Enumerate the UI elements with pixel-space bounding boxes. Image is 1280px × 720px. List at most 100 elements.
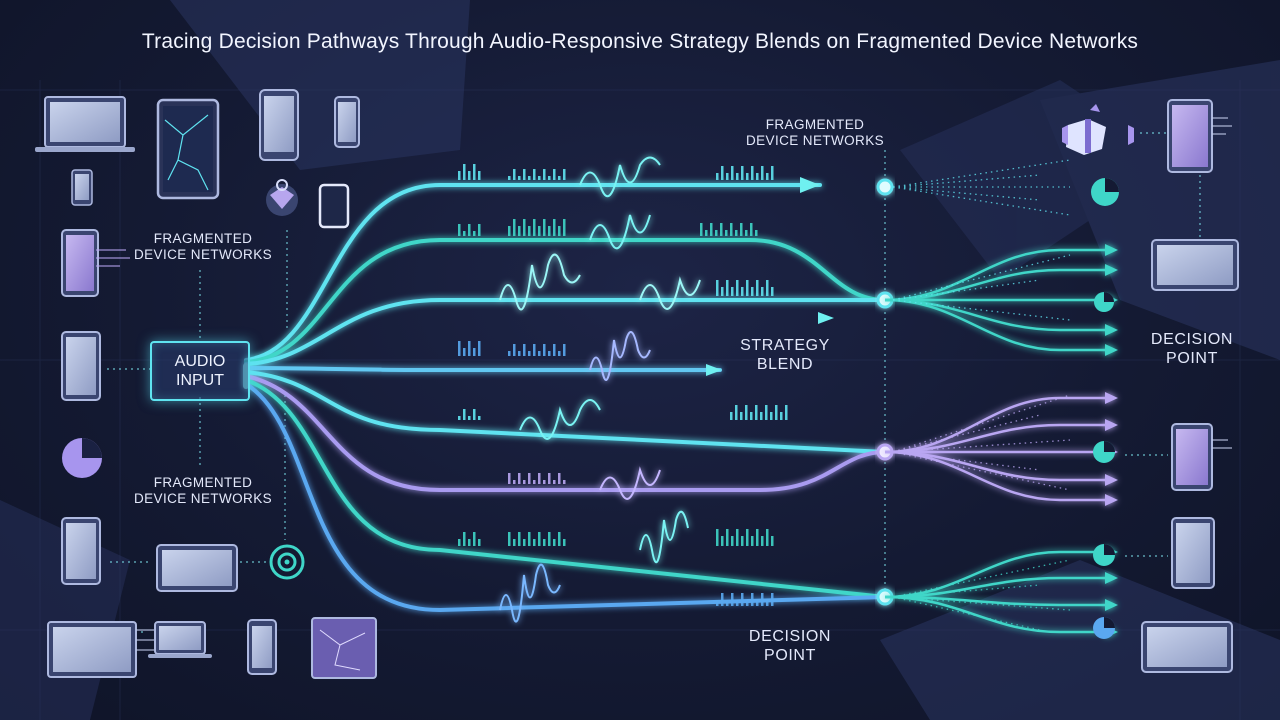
fan-outputs	[884, 244, 1118, 638]
eq-bar	[463, 532, 466, 546]
tablet-icon	[156, 544, 238, 592]
eq-bar	[523, 169, 526, 180]
eq-bar	[558, 351, 561, 356]
eq-bar	[563, 539, 566, 546]
eq-bar	[756, 173, 759, 180]
eq-bar	[766, 600, 769, 606]
eq-bar	[528, 351, 531, 356]
eq-bar	[533, 539, 536, 546]
eq-bar	[478, 171, 481, 180]
phone-icon	[259, 89, 299, 161]
fan-line	[884, 576, 1110, 599]
eq-bar	[558, 176, 561, 180]
eq-bar	[463, 231, 466, 236]
page-title: Tracing Decision Pathways Through Audio-…	[141, 30, 1139, 53]
audio-input-line1: AUDIO	[174, 352, 226, 370]
fan-arrow	[1105, 572, 1118, 584]
phone-icon	[71, 169, 93, 206]
eq-bar	[478, 341, 481, 356]
tablet-icon	[61, 517, 101, 585]
pie-chart-icon	[1093, 441, 1115, 463]
eq-bar	[518, 473, 521, 484]
streak	[892, 299, 1071, 321]
eq-bar	[558, 473, 561, 484]
eq-bar	[750, 223, 753, 236]
eq-bar	[558, 226, 561, 236]
pathway-6	[244, 374, 887, 492]
eq-bar	[538, 532, 541, 546]
eq-bar	[478, 539, 481, 546]
eq-bar	[721, 536, 724, 546]
laptop-icon	[148, 621, 212, 658]
eq-bar	[736, 173, 739, 180]
eq-bar	[523, 480, 526, 484]
pie-chart-icon	[1093, 617, 1115, 639]
eq-bar	[543, 344, 546, 356]
eq-bar	[548, 473, 551, 484]
left-devices	[35, 89, 377, 679]
fan-arrow	[1105, 392, 1118, 404]
eq-bar	[563, 169, 566, 180]
pathway-4	[244, 366, 722, 372]
eq-bar	[533, 169, 536, 180]
label-strategy-blend: STRATEGY BLEND	[740, 337, 830, 374]
eq-bar	[538, 176, 541, 180]
pie-chart-icon	[1094, 292, 1114, 312]
streak	[892, 254, 1071, 301]
label-decision-point-center: DECISION POINT	[748, 628, 832, 665]
eq-bar	[513, 169, 516, 180]
streak	[892, 279, 1041, 301]
tablet-icon	[1171, 423, 1232, 491]
eq-bar	[751, 287, 754, 296]
eq-bar	[463, 348, 466, 356]
eq-bar	[473, 532, 476, 546]
eq-bar	[468, 341, 471, 356]
eq-bar	[468, 416, 471, 420]
eq-bar	[761, 287, 764, 296]
eq-bar	[548, 226, 551, 236]
eq-bar	[553, 169, 556, 180]
eq-bar	[775, 405, 778, 420]
fan-arrow	[1105, 264, 1118, 276]
eq-bar	[771, 166, 774, 180]
eq-bar	[735, 405, 738, 420]
pathway-lines	[243, 183, 887, 613]
label-fragmented-top: FRAGMENTED DEVICE NETWORKS	[745, 117, 884, 149]
streak	[892, 451, 1071, 491]
eq-bar	[518, 176, 521, 180]
streak	[892, 186, 1071, 216]
eq-bar	[458, 416, 461, 420]
audio-input-line2: INPUT	[176, 372, 224, 389]
eq-bar	[518, 532, 521, 546]
eq-bar	[710, 223, 713, 236]
eq-bar	[463, 164, 466, 180]
eq-bar	[745, 230, 748, 236]
eq-bar	[508, 226, 511, 236]
fan-line	[884, 423, 1110, 454]
eq-bar	[761, 536, 764, 546]
fan-line	[884, 450, 1110, 502]
eq-bar	[553, 344, 556, 356]
eq-bar	[766, 529, 769, 546]
eq-bar	[508, 532, 511, 546]
eq-bar	[770, 412, 773, 420]
eq-bar	[745, 405, 748, 420]
eq-bar	[458, 539, 461, 546]
eq-bar	[736, 280, 739, 296]
eq-bar	[513, 219, 516, 236]
eq-bar	[741, 536, 744, 546]
eq-bar	[705, 230, 708, 236]
fan-arrow	[1105, 244, 1118, 256]
pathway-8	[244, 382, 887, 613]
waveforms	[499, 156, 701, 623]
eq-bar	[755, 230, 758, 236]
streak	[892, 451, 1041, 471]
eq-bar	[563, 344, 566, 356]
eq-bar	[760, 412, 763, 420]
fan-line	[884, 268, 1110, 302]
tablet-icon	[1167, 99, 1232, 173]
streak	[892, 439, 1071, 453]
pathway-3	[244, 298, 887, 366]
eq-bar	[740, 412, 743, 420]
eq-bar	[731, 287, 734, 296]
